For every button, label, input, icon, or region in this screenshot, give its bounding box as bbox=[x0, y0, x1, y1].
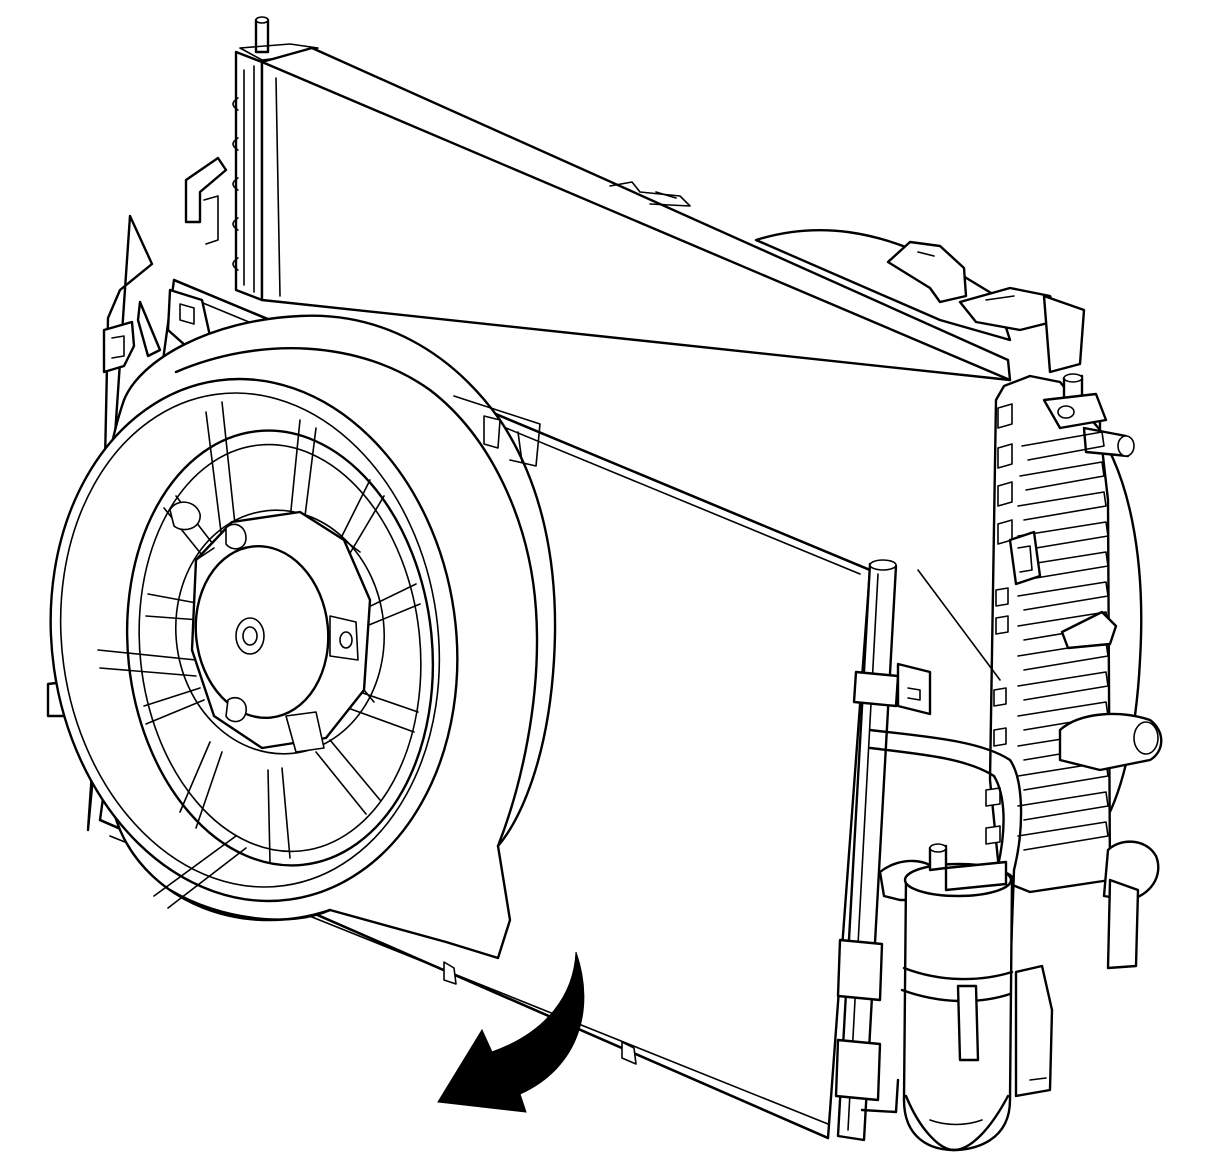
ac-line bbox=[860, 728, 1023, 1114]
radiator bbox=[184, 16, 1086, 382]
receiver-dryer bbox=[878, 843, 1054, 1152]
radiator-tank-tabs bbox=[232, 97, 239, 271]
fan-motor bbox=[169, 501, 375, 753]
removal-direction-arrow bbox=[437, 951, 585, 1113]
side-tank bbox=[917, 373, 1163, 970]
fan-blade bbox=[97, 401, 435, 909]
tank-tabs bbox=[985, 403, 1013, 845]
